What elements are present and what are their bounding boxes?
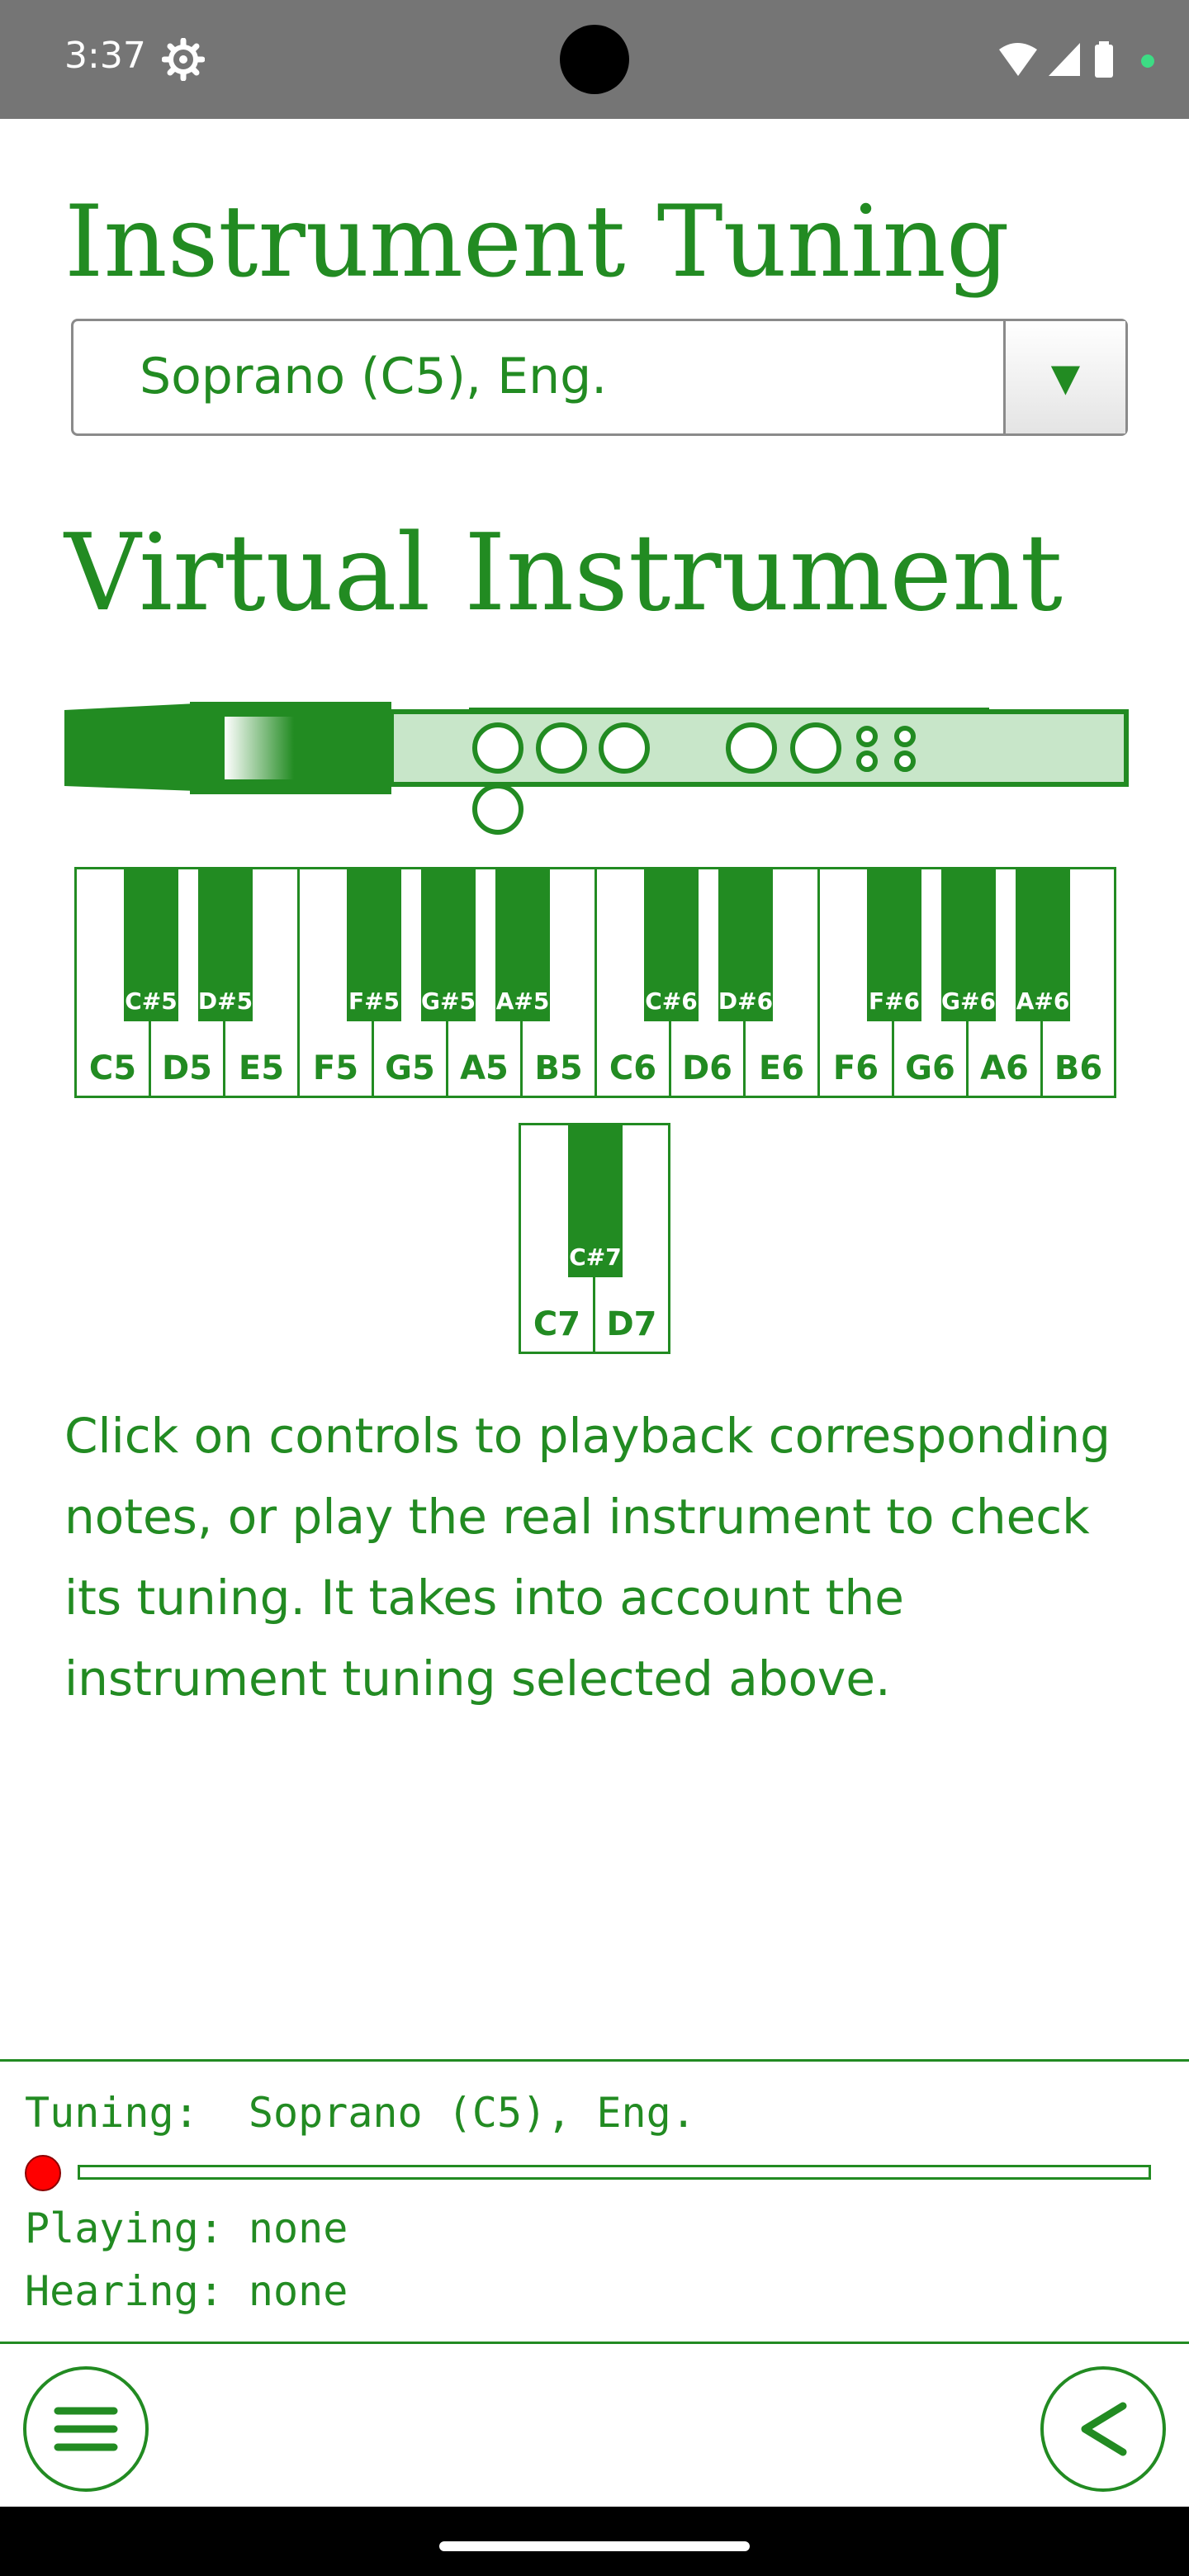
black-key-gs5[interactable]: G#5	[421, 869, 476, 1021]
key-label: D#6	[718, 987, 774, 1015]
notification-dot	[1141, 54, 1154, 68]
key-label: C#7	[569, 1243, 622, 1271]
divider-top	[0, 2059, 1189, 2062]
key-label: F5	[312, 1049, 359, 1087]
key-label: A#5	[495, 987, 550, 1015]
finger-hole-3[interactable]	[599, 722, 650, 774]
key-label: C6	[609, 1049, 657, 1087]
black-key-ds6[interactable]: D#6	[718, 869, 773, 1021]
black-key-ds5[interactable]: D#5	[198, 869, 253, 1021]
finger-hole-5[interactable]	[790, 722, 841, 774]
level-meter	[78, 2165, 1151, 2180]
black-key-cs5[interactable]: C#5	[124, 869, 178, 1021]
status-bar: 3:37	[0, 0, 1189, 119]
key-label: A6	[980, 1049, 1029, 1087]
key-label: G#6	[941, 987, 996, 1015]
status-time: 3:37	[64, 35, 146, 77]
key-label: D6	[681, 1049, 733, 1087]
black-key-fs5[interactable]: F#5	[347, 869, 401, 1021]
recorder-mouthpiece	[64, 703, 197, 791]
black-key-as5[interactable]: A#5	[495, 869, 550, 1021]
key-label: C#5	[125, 987, 178, 1015]
menu-button[interactable]	[23, 2366, 149, 2492]
finger-hole-4[interactable]	[726, 722, 777, 774]
black-key-cs6[interactable]: C#6	[644, 869, 699, 1021]
status-icons	[999, 41, 1154, 78]
key-label: F#6	[868, 987, 921, 1015]
instructions-text: Click on controls to playback correspond…	[64, 1408, 1111, 1707]
key-label: B6	[1054, 1049, 1103, 1087]
black-key-as6[interactable]: A#6	[1016, 869, 1070, 1021]
chevron-left-icon	[1081, 2402, 1127, 2456]
tuning-dropdown-value: Soprano (C5), Eng.	[140, 348, 608, 405]
key-label: E6	[758, 1049, 805, 1087]
finger-hole-7b[interactable]	[894, 751, 916, 772]
key-label: D5	[161, 1049, 213, 1087]
chevron-down-icon[interactable]: ▼	[1003, 321, 1125, 433]
key-label: G5	[385, 1049, 435, 1087]
wifi-icon	[999, 43, 1037, 76]
key-label: G#5	[421, 987, 476, 1015]
signal-icon	[1049, 43, 1080, 76]
key-label: A5	[460, 1049, 509, 1087]
playing-status: Playing: none	[25, 2204, 348, 2252]
camera-cutout	[560, 25, 629, 94]
gear-icon	[162, 38, 205, 81]
finger-hole-7a[interactable]	[894, 726, 916, 747]
key-label: F#5	[348, 987, 400, 1015]
piano-keyboard: C5 D5 E5 F5 G5 A5 B5 C6 D6 E6 F6 G6 A6 B…	[74, 867, 1116, 1098]
key-label: A#6	[1016, 987, 1070, 1015]
back-button[interactable]	[1040, 2366, 1166, 2492]
tuning-dropdown[interactable]: Soprano (C5), Eng. ▼	[71, 319, 1128, 436]
virtual-instrument-title: Virtual Instrument	[64, 512, 1063, 635]
thumb-hole[interactable]	[472, 784, 523, 835]
recording-indicator	[25, 2155, 61, 2191]
black-key-fs6[interactable]: F#6	[867, 869, 921, 1021]
hamburger-menu-icon	[54, 2407, 118, 2451]
key-label: D7	[606, 1305, 657, 1343]
finger-hole-6a[interactable]	[856, 726, 878, 747]
home-gesture-handle[interactable]	[439, 2541, 750, 2551]
system-navigation-bar	[0, 2507, 1189, 2576]
black-key-cs7[interactable]: C#7	[568, 1125, 623, 1277]
finger-hole-6b[interactable]	[856, 751, 878, 772]
key-label: E5	[238, 1049, 285, 1087]
key-label: G6	[905, 1049, 955, 1087]
black-key-gs6[interactable]: G#6	[941, 869, 996, 1021]
finger-hole-2[interactable]	[536, 722, 587, 774]
piano-keyboard-extra: C7 D7 C#7	[519, 1123, 670, 1354]
finger-hole-1[interactable]	[472, 722, 523, 774]
recorder-instrument	[64, 702, 1129, 835]
key-label: C5	[88, 1049, 137, 1087]
key-label: C#6	[645, 987, 698, 1015]
recorder-window	[225, 717, 294, 779]
key-label: C7	[533, 1305, 581, 1343]
tuning-status: Tuning: Soprano (C5), Eng.	[25, 2089, 696, 2137]
key-label: F6	[832, 1049, 879, 1087]
key-label: D#5	[197, 987, 253, 1015]
hearing-status: Hearing: none	[25, 2267, 348, 2315]
tuning-title: Instrument Tuning	[64, 185, 1010, 300]
battery-icon	[1095, 45, 1113, 78]
key-label: B5	[534, 1049, 583, 1087]
divider-bottom	[0, 2342, 1189, 2344]
